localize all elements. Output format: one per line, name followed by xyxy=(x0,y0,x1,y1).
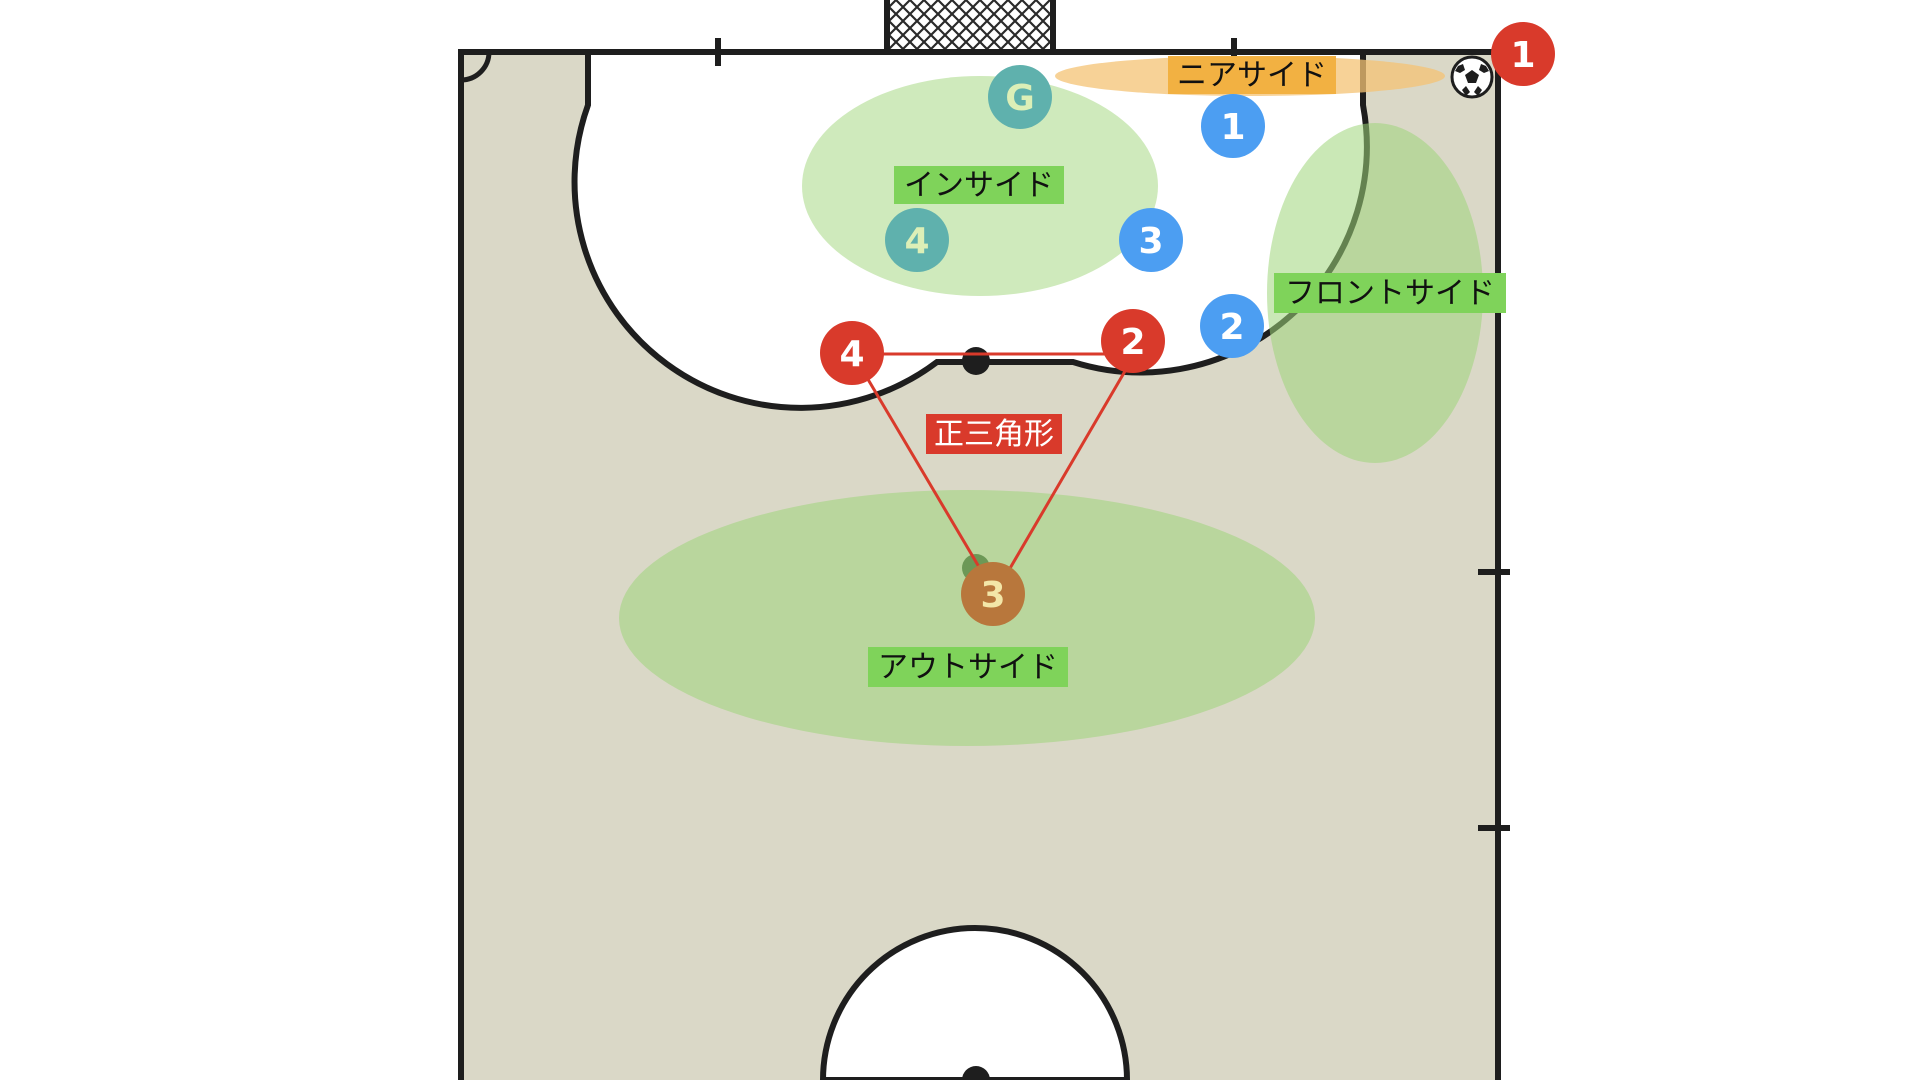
svg-text:2: 2 xyxy=(1120,322,1145,363)
svg-text:2: 2 xyxy=(1219,307,1244,348)
attacker-3: 3 xyxy=(961,562,1025,626)
svg-text:1: 1 xyxy=(1220,107,1245,148)
penalty-mark xyxy=(962,347,990,375)
attacker-2: 2 xyxy=(1101,309,1165,373)
defender-goalkeeper: G xyxy=(988,65,1052,129)
soccer-ball-icon xyxy=(1450,55,1494,99)
svg-text:3: 3 xyxy=(1138,221,1163,262)
center-mark xyxy=(962,1066,990,1080)
defender-4: 4 xyxy=(885,208,949,272)
svg-text:4: 4 xyxy=(904,221,929,262)
svg-text:G: G xyxy=(1005,78,1035,119)
goal-net-icon xyxy=(884,0,1056,50)
near-side-label: ニアサイド xyxy=(1168,56,1336,94)
svg-text:インサイド: インサイド xyxy=(904,168,1054,203)
svg-text:1: 1 xyxy=(1510,35,1535,76)
attacker-4: 4 xyxy=(820,321,884,385)
corner-arc xyxy=(460,51,492,83)
svg-text:3: 3 xyxy=(980,575,1005,616)
equilateral-triangle xyxy=(851,352,1137,595)
center-circle xyxy=(819,925,1131,1080)
svg-text:アウトサイド: アウトサイド xyxy=(878,650,1058,685)
court-boundary xyxy=(458,49,1501,1080)
outside-zone xyxy=(619,490,1315,746)
svg-text:ニアサイド: ニアサイド xyxy=(1177,58,1327,93)
svg-text:フロントサイド: フロントサイド xyxy=(1285,276,1495,311)
attacker-1: 1 xyxy=(1491,22,1555,86)
defender-3: 3 xyxy=(1119,208,1183,272)
defender-2: 2 xyxy=(1200,294,1264,358)
inside-label: インサイド xyxy=(894,166,1064,204)
outside-label: アウトサイド xyxy=(868,647,1068,687)
triangle-label: 正三角形 xyxy=(926,414,1062,454)
defender-1: 1 xyxy=(1201,94,1265,158)
court-tick-marks xyxy=(715,38,1510,831)
svg-text:正三角形: 正三角形 xyxy=(934,417,1054,452)
svg-text:4: 4 xyxy=(839,334,864,375)
front-side-label: フロントサイド xyxy=(1274,273,1506,313)
